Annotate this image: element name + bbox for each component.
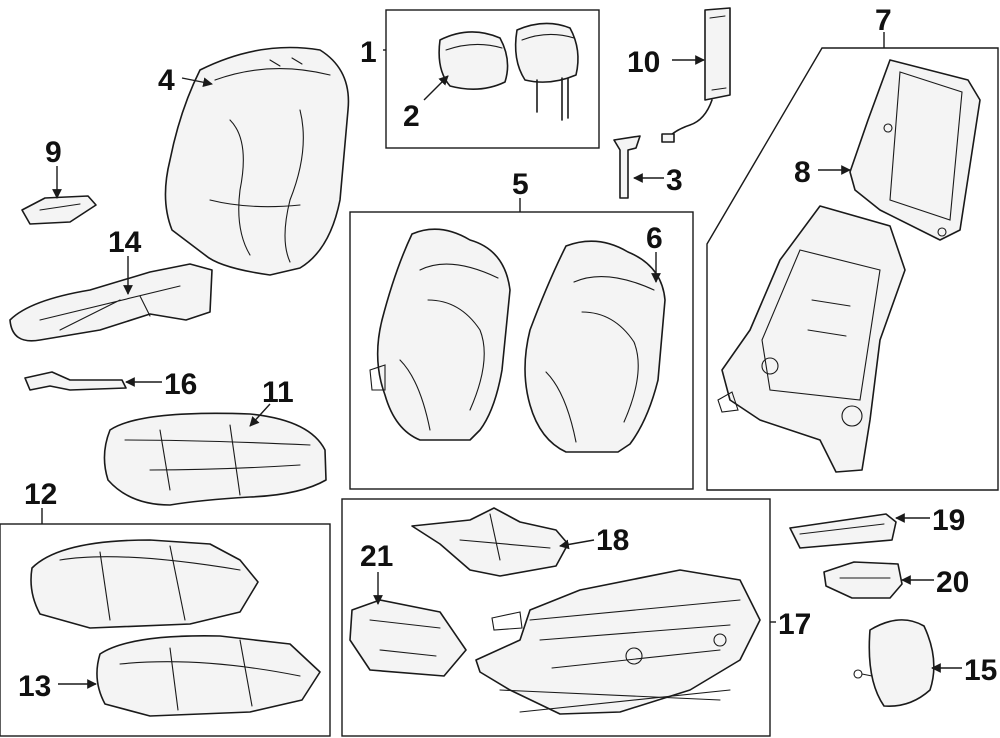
cushion-pad-12-part xyxy=(30,539,259,629)
trim-19-part xyxy=(789,513,897,549)
group-box-seat-track xyxy=(341,498,771,737)
callout-6: 6 xyxy=(646,222,663,255)
seatback-pad-part xyxy=(164,46,350,276)
callout-3: 3 xyxy=(666,164,683,197)
callout-8: 8 xyxy=(794,156,811,189)
seatback-cover-5-part xyxy=(369,228,511,441)
cushion-pad-13-part xyxy=(96,635,321,717)
switch-20-part xyxy=(823,561,903,599)
callout-12: 12 xyxy=(24,478,57,511)
back-panel-part xyxy=(849,59,981,241)
callout-7: 7 xyxy=(875,4,892,37)
callout-15: 15 xyxy=(964,654,997,687)
callout-2: 2 xyxy=(403,100,420,133)
cushion-cover-part xyxy=(103,412,327,506)
tray-part xyxy=(411,507,569,577)
trim-cover-9-part xyxy=(21,195,97,225)
seat-track-frame-part xyxy=(475,569,761,715)
callout-10: 10 xyxy=(627,46,660,79)
callout-9: 9 xyxy=(45,136,62,169)
group-box-seatback-covers xyxy=(349,211,694,490)
callout-14: 14 xyxy=(108,226,142,259)
callout-16: 16 xyxy=(164,368,197,401)
callout-1: 1 xyxy=(360,36,377,69)
callout-17: 17 xyxy=(778,608,811,641)
callout-13: 13 xyxy=(18,670,51,703)
bracket-21-part xyxy=(349,599,467,677)
seatback-cover-6-part xyxy=(524,240,666,453)
side-shield-part xyxy=(9,263,213,342)
side-airbag-part xyxy=(661,7,731,143)
callout-11: 11 xyxy=(262,376,294,409)
seatback-frame-part xyxy=(717,205,906,473)
callout-20: 20 xyxy=(936,566,969,599)
callout-19: 19 xyxy=(932,504,965,537)
leader-lines xyxy=(41,32,962,689)
cover-15-part xyxy=(853,619,935,707)
group-box-seatback-frame xyxy=(706,47,999,491)
bracket-part xyxy=(24,371,127,391)
callout-21: 21 xyxy=(360,540,393,573)
group-box-cushion-pads xyxy=(0,523,331,737)
callout-4: 4 xyxy=(158,64,175,97)
callout-18: 18 xyxy=(596,524,629,557)
callout-5: 5 xyxy=(512,168,529,201)
headrest-part xyxy=(438,22,579,121)
group-box-headrest xyxy=(385,9,600,149)
headrest-guide-part xyxy=(613,135,641,199)
